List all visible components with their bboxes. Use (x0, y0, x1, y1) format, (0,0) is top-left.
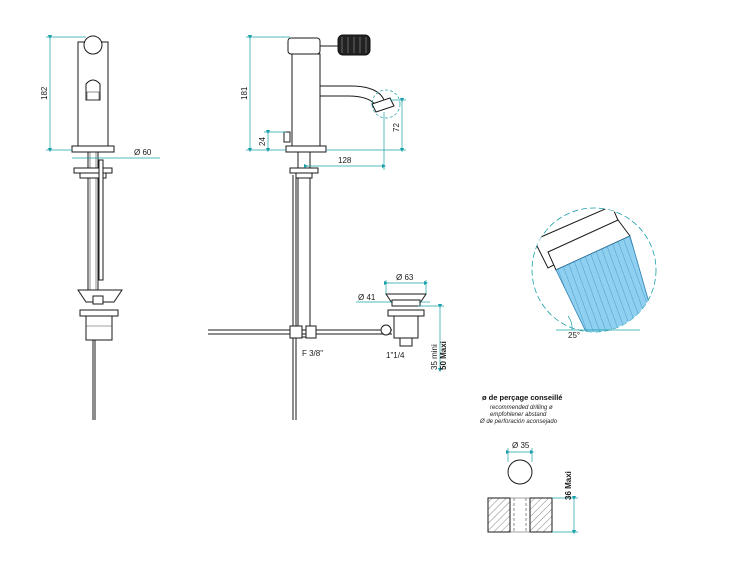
side-base-plate (285, 145, 327, 153)
side-spout-outlet-label: 72 (392, 123, 401, 132)
side-lever-offset-label: 24 (258, 137, 267, 146)
drilling-hole-top-view (507, 459, 533, 485)
front-height-label: 182 (40, 86, 49, 100)
side-faucet-body (291, 53, 321, 147)
waste-body-diameter-label: Ø 41 (358, 293, 376, 302)
drilling-note-title: ø de perçage conseillé (482, 393, 562, 402)
waste-depth-max-label: 50 Maxi (439, 341, 448, 370)
waste-flange-diameter-label: Ø 63 (396, 273, 414, 282)
front-base-diameter-label: Ø 60 (134, 148, 152, 157)
waste-depth-min-label: 35 mini (430, 344, 439, 370)
front-spout-outlet (85, 79, 101, 101)
side-threaded-shank (297, 151, 311, 338)
drilling-note-line-1: recommended drilling ø (490, 405, 553, 411)
side-height-label: 181 (240, 86, 249, 100)
supply-thread-label: F 3/8" (302, 349, 323, 358)
side-spout-reach-label: 128 (338, 156, 352, 165)
front-faucet-body (77, 41, 109, 147)
aerator-angle-label: 25° (568, 331, 580, 340)
side-view: F 3/8" 181 24 128 72 (208, 34, 406, 420)
waste-thread-label: 1"1/4 (386, 351, 405, 360)
side-lever-handle (287, 37, 321, 55)
waste-body (393, 315, 419, 339)
front-view: 182 Ø 60 (40, 34, 160, 420)
drilling-detail: Ø 35 36 Maxi (487, 441, 578, 535)
side-spout-outlet (371, 97, 395, 113)
drilling-section-left (487, 497, 511, 533)
aerator-detail-circle (531, 207, 657, 333)
drilling-note-line-3: Ø de perforación aconsejado (479, 419, 558, 425)
drilling-note-line-2: empfohlener abstand (490, 412, 547, 418)
front-waste-body (85, 315, 113, 341)
front-lever-knob (83, 35, 103, 55)
aerator-detail: 25° (531, 207, 657, 340)
drilling-note: ø de perçage conseillé recommended drill… (479, 393, 562, 425)
front-base-plate (71, 145, 115, 153)
drilling-section-right (529, 497, 553, 533)
drilling-hole-diameter-label: Ø 35 (512, 441, 530, 450)
drilling-thickness-label: 36 Maxi (564, 471, 573, 500)
waste-detail: Ø 63 Ø 41 35 mini 50 Maxi 1"1/4 (356, 273, 448, 373)
